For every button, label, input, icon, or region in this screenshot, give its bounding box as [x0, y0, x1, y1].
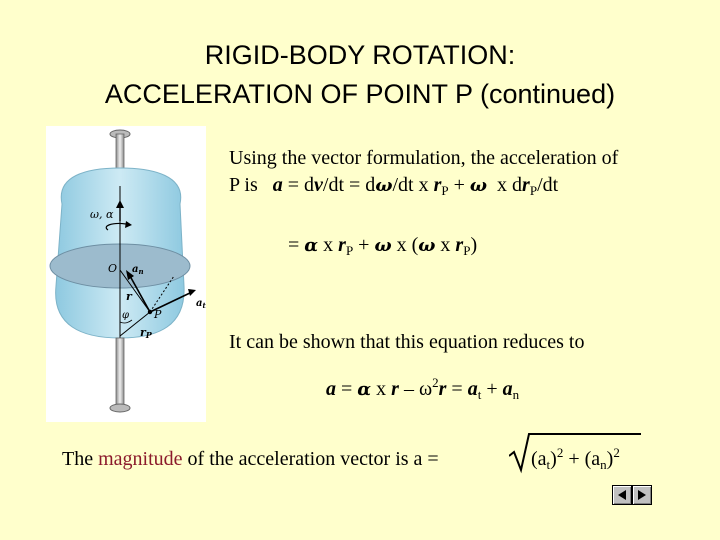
paragraph-1-line-2: P is a = dv/dt = dω/dt x rP + ω x drP/dt — [229, 172, 558, 199]
svg-text:rP: rP — [140, 326, 153, 340]
magnitude-word: magnitude — [98, 448, 183, 470]
magnitude-line: The magnitude of the acceleration vector… — [62, 446, 439, 473]
equation-3: a = α x r – ω2r = at + an — [326, 375, 520, 402]
slide-title: RIGID-BODY ROTATION: ACCELERATION OF POI… — [0, 36, 720, 114]
prev-slide-button[interactable] — [612, 485, 632, 505]
next-arrow-icon — [638, 490, 646, 500]
slide-navigation — [612, 485, 652, 505]
magnitude-formula: (at)2 + (an)2 — [509, 430, 641, 474]
phi-label: φ — [122, 310, 129, 321]
svg-text:an: an — [132, 264, 144, 276]
svg-text:at: at — [196, 298, 206, 310]
next-slide-button[interactable] — [632, 485, 652, 505]
sqrt-sign-icon — [509, 433, 641, 474]
rp-label: r — [140, 326, 147, 339]
title-suffix: (continued) — [480, 79, 616, 109]
p1-prefix: P is — [229, 174, 258, 196]
eq2-equals: = — [288, 234, 300, 256]
title-main: ACCELERATION OF POINT P — [104, 79, 473, 109]
rotating-body-figure: ω, α O an at r rP P φ — [46, 126, 206, 422]
omega-alpha-label: ω, α — [90, 208, 114, 221]
title-line-2: ACCELERATION OF POINT P (continued) — [0, 75, 720, 114]
paragraph-2: It can be shown that this equation reduc… — [229, 331, 585, 353]
magnitude-before: The — [62, 448, 94, 470]
paragraph-1-line-1: Using the vector formulation, the accele… — [229, 147, 619, 169]
rotating-body-diagram: ω, α O an at r rP P φ — [49, 129, 206, 413]
origin-label: O — [108, 262, 117, 275]
at-label: a — [196, 298, 202, 309]
magnitude-radicand: (at)2 + (an)2 — [531, 445, 620, 472]
title-line-1: RIGID-BODY ROTATION: — [204, 40, 516, 70]
at-sub-label: t — [202, 301, 206, 310]
magnitude-after: of the acceleration vector is a = — [187, 448, 439, 470]
equation-1: a = dv/dt = dω/dt x rP + ω x drP/dt — [272, 174, 559, 198]
equation-2: = α x rP + ω x (ω x rP) — [288, 234, 478, 258]
p-label: P — [153, 308, 162, 321]
r-label: r — [126, 290, 133, 303]
rp-sub-label: P — [145, 330, 153, 340]
an-label: a — [132, 264, 138, 275]
prev-arrow-icon — [618, 490, 626, 500]
an-sub-label: n — [138, 267, 143, 276]
